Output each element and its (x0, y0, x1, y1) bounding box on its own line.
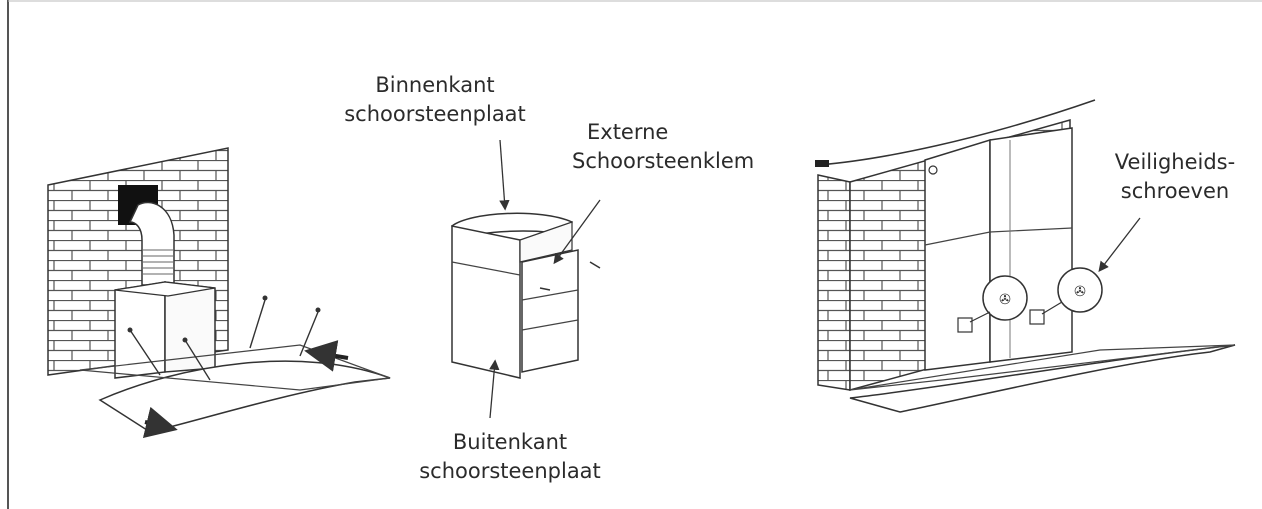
pointer-outer-plate (489, 359, 500, 419)
chimney-side (989, 127, 1073, 363)
label-external-clamp-line1: Externe (587, 120, 669, 144)
screw-4 (315, 307, 321, 313)
ceiling-edge (817, 99, 1096, 166)
left-figure-hood-mounting (47, 147, 391, 438)
pointer-safety-screws (1098, 217, 1141, 273)
motor-box-top (114, 281, 216, 297)
label-safety-screws-line2: schroeven (1120, 179, 1230, 203)
label-inner-plate: Binnenkant schoorsteenplaat (300, 71, 570, 129)
screw-1 (127, 327, 133, 333)
label-outer-plate: Buitenkant schoorsteenplaat (390, 428, 630, 486)
screw-3 (262, 295, 268, 301)
label-external-clamp-line2: Schoorsteenklem (572, 149, 755, 173)
left-screws (129, 299, 319, 381)
pointer-inner-plate (499, 139, 510, 211)
label-outer-plate-line1: Buitenkant (452, 430, 568, 454)
label-inner-plate-line1: Binnenkant (375, 73, 495, 97)
outer-chimney-plate-front (451, 225, 521, 379)
label-outer-plate-line2: schoorsteenplaat (419, 459, 601, 483)
chimney-front (924, 138, 991, 371)
right-brick-wall-left (817, 174, 851, 391)
label-safety-screws-line1: Veiligheids- (1114, 150, 1236, 174)
svg-text:✇: ✇ (999, 292, 1011, 308)
label-inner-plate-line2: schoorsteenplaat (344, 102, 526, 126)
right-canopy-base (849, 344, 1236, 391)
zoom-circle-left (982, 275, 1028, 321)
right-figure-safety-screws: ✇ ✇ (815, 99, 1236, 413)
outer-chimney-plate-side (519, 221, 573, 263)
label-external-clamp: Externe Schoorsteenklem (572, 118, 802, 176)
duct-flex-rings (142, 249, 174, 275)
zoom-circle-right (1057, 267, 1103, 313)
arrow-slide-right (304, 340, 349, 372)
svg-text:✇: ✇ (1074, 284, 1086, 300)
inner-chimney-plate (521, 249, 579, 373)
arrow-slide-left (142, 406, 178, 438)
pointer-external-clamp (553, 199, 601, 265)
wall-screw (815, 160, 829, 167)
label-safety-screws: Veiligheids- schroeven (1090, 148, 1260, 206)
base-plate (79, 344, 391, 391)
middle-figure-chimney-plates (451, 139, 601, 419)
screw-2 (182, 337, 188, 343)
